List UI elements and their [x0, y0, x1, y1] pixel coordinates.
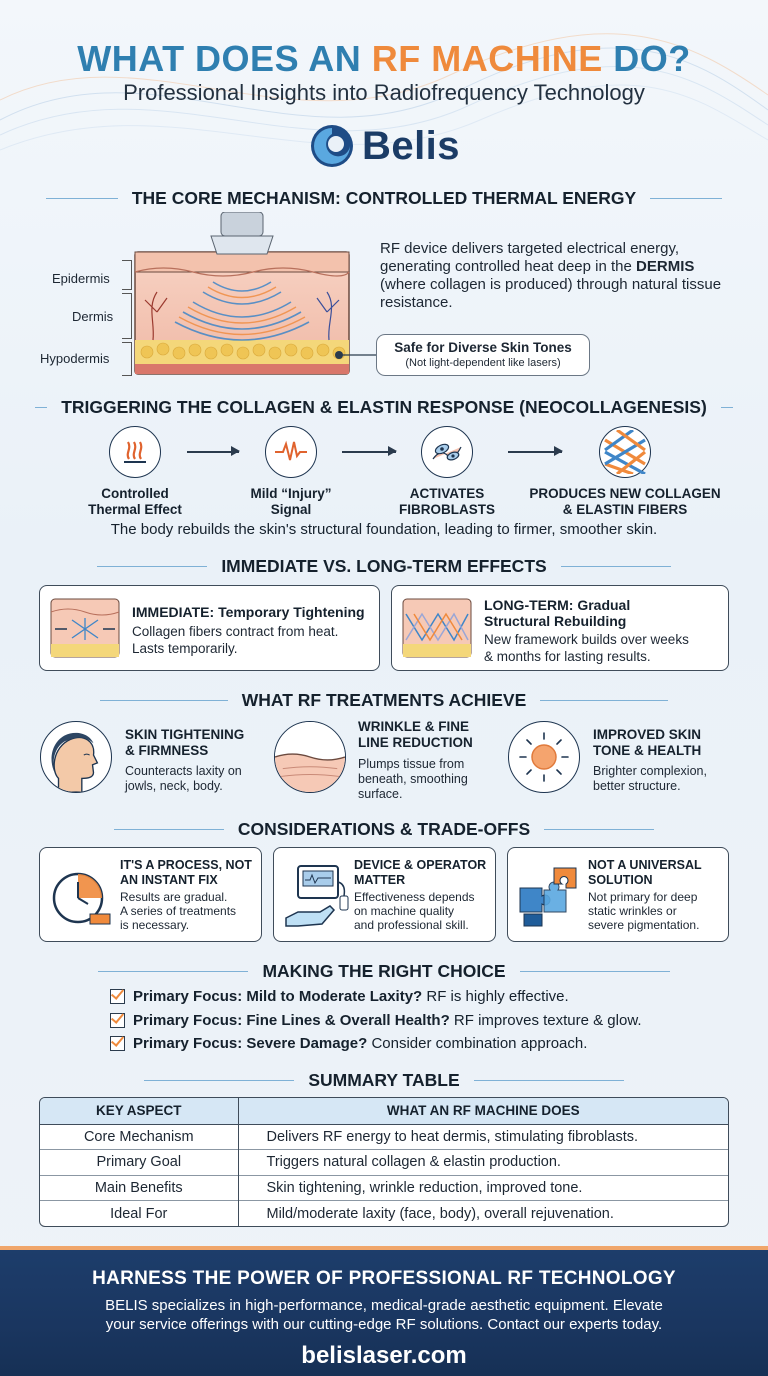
table-cell: Triggers natural collagen & elastin prod… [238, 1149, 728, 1175]
table-row: Core Mechanism Delivers RF energy to hea… [40, 1123, 728, 1150]
pulse-icon [265, 426, 317, 478]
collagen-summary: The body rebuilds the skin's structural … [110, 521, 658, 538]
logo-swirl-icon [310, 125, 353, 167]
card-body-line: New framework builds over weeks [484, 632, 689, 647]
choice-item-laxity: Primary Focus: Mild to Moderate Laxity? … [110, 988, 569, 1005]
column-header: WHAT AN RF MACHINE DOES [238, 1098, 728, 1125]
hypodermis-bracket [122, 342, 132, 376]
epidermis-bracket [122, 260, 132, 290]
logo-text: Belis [361, 123, 461, 168]
checkbox-checked-icon [110, 1013, 125, 1028]
callout-subtitle: (Not light-dependent like lasers) [405, 357, 561, 369]
layer-label-hypodermis: Hypodermis [40, 351, 110, 366]
table-row: Ideal For Mild/moderate laxity (face, bo… [40, 1200, 728, 1226]
column-header: KEY ASPECT [40, 1098, 239, 1125]
card-body-line: Collagen fibers contract from heat. [132, 624, 339, 639]
safe-skin-tones-callout: Safe for Diverse Skin Tones (Not light-d… [376, 334, 590, 376]
summary-table: KEY ASPECT WHAT AN RF MACHINE DOES Core … [39, 1097, 729, 1227]
face-profile-icon [40, 721, 112, 793]
callout-title: Safe for Diverse Skin Tones [394, 340, 572, 355]
achieve-skin-tightening: SKIN TIGHTENING& FIRMNESS Counteracts la… [40, 721, 260, 811]
fibroblast-icon [421, 426, 473, 478]
card-title: IMMEDIATE: Temporary Tightening [132, 604, 365, 620]
step-new-collagen: PRODUCES NEW COLLAGEN& ELASTIN FIBERS [520, 426, 730, 518]
callout-pointer [335, 351, 378, 359]
heading-text: SUMMARY TABLE [308, 1070, 460, 1090]
table-cell: Skin tightening, wrinkle reduction, impr… [238, 1174, 728, 1201]
footer-banner: HARNESS THE POWER OF PROFESSIONAL RF TEC… [0, 1246, 768, 1376]
rf-device-icon [285, 865, 349, 927]
heading-text: IMMEDIATE VS. LONG-TERM EFFECTS [221, 556, 547, 576]
table-cell: Ideal For [40, 1200, 239, 1226]
section-heading-achieve: WHAT RF TREATMENTS ACHIEVE [0, 690, 768, 711]
title-part-2: DO? [602, 38, 691, 79]
card-body-line: Lasts temporarily. [132, 641, 238, 656]
section-heading-considerations: CONSIDERATIONS & TRADE-OFFS [0, 819, 768, 840]
glow-sun-icon [508, 721, 580, 793]
section-heading-effects: IMMEDIATE VS. LONG-TERM EFFECTS [0, 556, 768, 577]
title-accent: RF MACHINE [371, 38, 603, 79]
layer-label-epidermis: Epidermis [52, 271, 110, 286]
checkbox-checked-icon [110, 1036, 125, 1051]
fiber-mesh-icon [599, 426, 651, 478]
structural-rebuilding-icon [402, 598, 472, 658]
section-heading-mechanism: THE CORE MECHANISM: CONTROLLED THERMAL E… [0, 188, 768, 209]
step-injury-signal: Mild “Injury”Signal [214, 426, 368, 518]
title-part-1: WHAT DOES AN [77, 38, 372, 79]
heading-text: MAKING THE RIGHT CHOICE [262, 961, 506, 981]
choice-item-fine-lines: Primary Focus: Fine Lines & Overall Heal… [110, 1012, 642, 1029]
footer-title: HARNESS THE POWER OF PROFESSIONAL RF TEC… [92, 1268, 676, 1289]
table-cell: Main Benefits [40, 1174, 239, 1201]
footer-body: BELIS specializes in high-performance, m… [105, 1297, 663, 1333]
dermis-bracket [122, 293, 132, 339]
table-cell: Primary Goal [40, 1149, 239, 1175]
section-heading-summary: SUMMARY TABLE [0, 1070, 768, 1091]
heading-text: TRIGGERING THE COLLAGEN & ELASTIN RESPON… [61, 397, 707, 417]
flow-arrow [187, 447, 240, 455]
table-cell: Delivers RF energy to heat dermis, stimu… [238, 1123, 728, 1150]
heading-text: CONSIDERATIONS & TRADE-OFFS [237, 819, 531, 839]
brand-logo: Belis [0, 118, 768, 174]
immediate-effect-card: IMMEDIATE: Temporary Tightening Collagen… [39, 585, 380, 671]
table-row: Primary Goal Triggers natural collagen &… [40, 1149, 728, 1175]
layer-label-dermis: Dermis [72, 309, 114, 324]
flow-arrow [508, 447, 563, 455]
tightening-skin-icon [50, 598, 120, 658]
header-wave-decoration [0, 33, 768, 151]
checkbox-checked-icon [110, 989, 125, 1004]
footer-website-link[interactable]: belislaser.com [301, 1342, 467, 1369]
mechanism-description: RF device delivers targeted electrical e… [380, 240, 722, 311]
table-cell: Core Mechanism [40, 1123, 239, 1150]
puzzle-icon [519, 867, 577, 927]
table-cell: Mild/moderate laxity (face, body), overa… [238, 1200, 728, 1226]
page-title: WHAT DOES AN RF MACHINE DO? [0, 38, 768, 80]
flow-arrow [342, 447, 397, 455]
heading-text: WHAT RF TREATMENTS ACHIEVE [241, 690, 527, 710]
choice-item-severe-damage: Primary Focus: Severe Damage? Consider c… [110, 1035, 587, 1052]
table-row: Main Benefits Skin tightening, wrinkle r… [40, 1174, 728, 1201]
heading-text: THE CORE MECHANISM: CONTROLLED THERMAL E… [131, 188, 637, 208]
section-heading-choice: MAKING THE RIGHT CHOICE [0, 961, 768, 982]
table-header-row: KEY ASPECT WHAT AN RF MACHINE DOES [40, 1098, 728, 1125]
section-heading-collagen: TRIGGERING THE COLLAGEN & ELASTIN RESPON… [0, 397, 768, 418]
smooth-skin-icon [274, 721, 346, 793]
timer-icon [52, 872, 111, 925]
heat-icon [109, 426, 161, 478]
page-subtitle: Professional Insights into Radiofrequenc… [123, 80, 645, 105]
skin-cross-section-illustration [134, 212, 350, 375]
card-body-line: & months for lasting results. [484, 649, 651, 664]
